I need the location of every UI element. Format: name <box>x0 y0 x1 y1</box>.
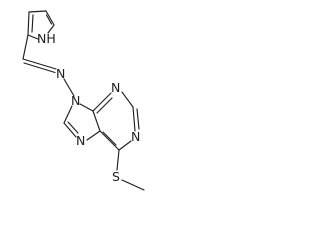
bond-c8-n7-b <box>67 121 79 134</box>
bond-c6-c5-b <box>102 131 117 146</box>
methylthio-group <box>116 149 145 191</box>
atom-label-purine-n3: N <box>111 80 120 95</box>
bond-s-ch3 <box>121 179 145 191</box>
bond-c4-c5-inner <box>45 14 53 25</box>
bond-n7-c5 <box>86 130 101 141</box>
bond-c6-s <box>116 149 120 171</box>
bond-c2-c3 <box>27 11 30 36</box>
atom-label-purine-n9: N <box>71 93 80 108</box>
bond-c4-c5 <box>45 10 55 26</box>
bond-c4-n9 <box>79 103 94 112</box>
imine-linker <box>22 34 75 97</box>
bond-n-n9 <box>63 78 75 97</box>
bond-n9-c8 <box>63 105 73 124</box>
atom-label-pyrrole-nh: NH <box>37 31 56 46</box>
bond-c2-ch <box>22 34 29 60</box>
bond-n3-c2 <box>121 91 134 108</box>
bond-c5-c4 <box>92 110 101 132</box>
pyrrole-ring <box>27 10 55 40</box>
pyrimidine-ring <box>92 91 140 151</box>
bond-c4-n3-a <box>92 92 112 112</box>
bond-c3-c4 <box>28 10 47 13</box>
bond-c8-n7-a <box>63 122 77 138</box>
bond-ch-n-double-a <box>22 58 57 70</box>
atom-label-imine-n: N <box>56 66 65 81</box>
bond-ch-n-double-b <box>23 62 56 74</box>
bond-c2-n1-a <box>132 106 136 132</box>
imidazole-ring <box>63 103 101 141</box>
chemical-structure-diagram: NH N N N N N S <box>22 10 145 191</box>
bond-c2-c3-inner <box>31 14 34 33</box>
bond-nh-c2 <box>27 34 39 40</box>
bond-n1-c6 <box>118 140 132 151</box>
bond-c2-n1-b <box>136 108 140 130</box>
bond-c5-nh <box>47 24 55 34</box>
bond-c6-c5-a <box>99 130 120 151</box>
atom-label-purine-n1: N <box>131 129 140 144</box>
atom-label-thioether-s: S <box>112 169 120 184</box>
atom-label-purine-n7: N <box>76 133 85 148</box>
bond-c4-n3-b <box>96 97 113 114</box>
structure-canvas: NH N N N N N S <box>0 0 154 217</box>
